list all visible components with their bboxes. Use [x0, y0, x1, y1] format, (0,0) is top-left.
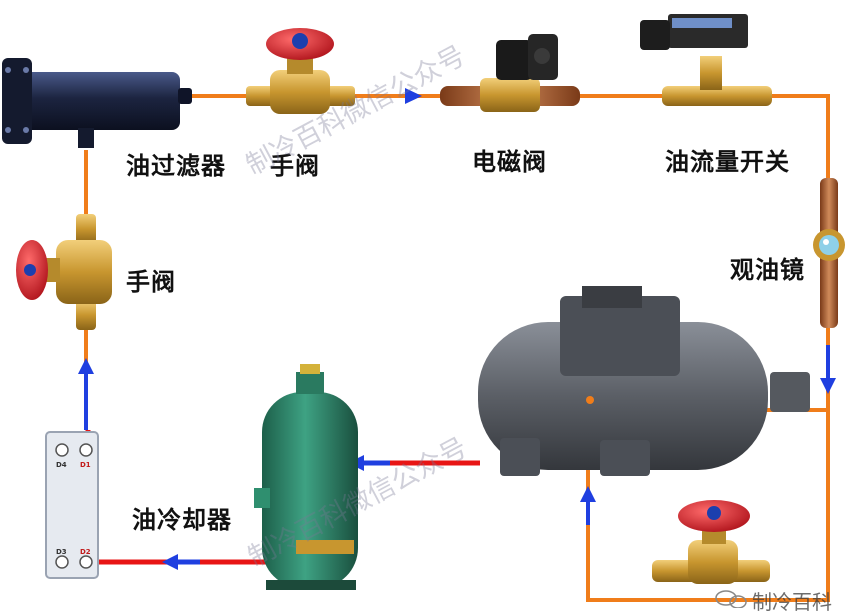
- hand-valve-left: [16, 214, 112, 330]
- arrow-down-right: [820, 345, 836, 394]
- label-oil-flow-switch: 油流量开关: [665, 148, 790, 176]
- arrow-up-bottom: [580, 486, 596, 525]
- flow-arrows: [78, 88, 836, 525]
- sight-glass: [813, 178, 845, 328]
- screw-compressor: [478, 286, 810, 476]
- hand-valve-top: [246, 28, 355, 114]
- label-oil-filter: 油过滤器: [126, 152, 226, 180]
- plate-heat-exchanger: D4 D1 D3 D2: [45, 431, 99, 579]
- watermark-bottom-right: 制冷百科: [752, 590, 832, 614]
- plate-port-d2: D2: [80, 548, 91, 556]
- oil-flow-switch: [640, 14, 772, 106]
- label-oil-cooler: 油冷却器: [132, 506, 232, 534]
- plate-port-d4: D4: [56, 461, 67, 469]
- hand-valve-bottom: [652, 500, 770, 584]
- label-hand-valve-top: 手阀: [270, 152, 320, 180]
- label-hand-valve-left: 手阀: [126, 268, 176, 296]
- oil-filter: [2, 58, 192, 148]
- oil-cooler-vessel: [254, 364, 358, 590]
- label-solenoid-valve: 电磁阀: [472, 148, 547, 176]
- solenoid-valve: [440, 34, 580, 112]
- plate-port-d1: D1: [80, 461, 91, 469]
- arrow-left-lower: [162, 554, 200, 570]
- arrow-up-left: [78, 358, 94, 430]
- label-sight-glass: 观油镜: [730, 256, 805, 284]
- plate-port-d3: D3: [56, 548, 67, 556]
- wechat-icon: [715, 590, 747, 608]
- arrow-into-solenoid: [405, 88, 422, 104]
